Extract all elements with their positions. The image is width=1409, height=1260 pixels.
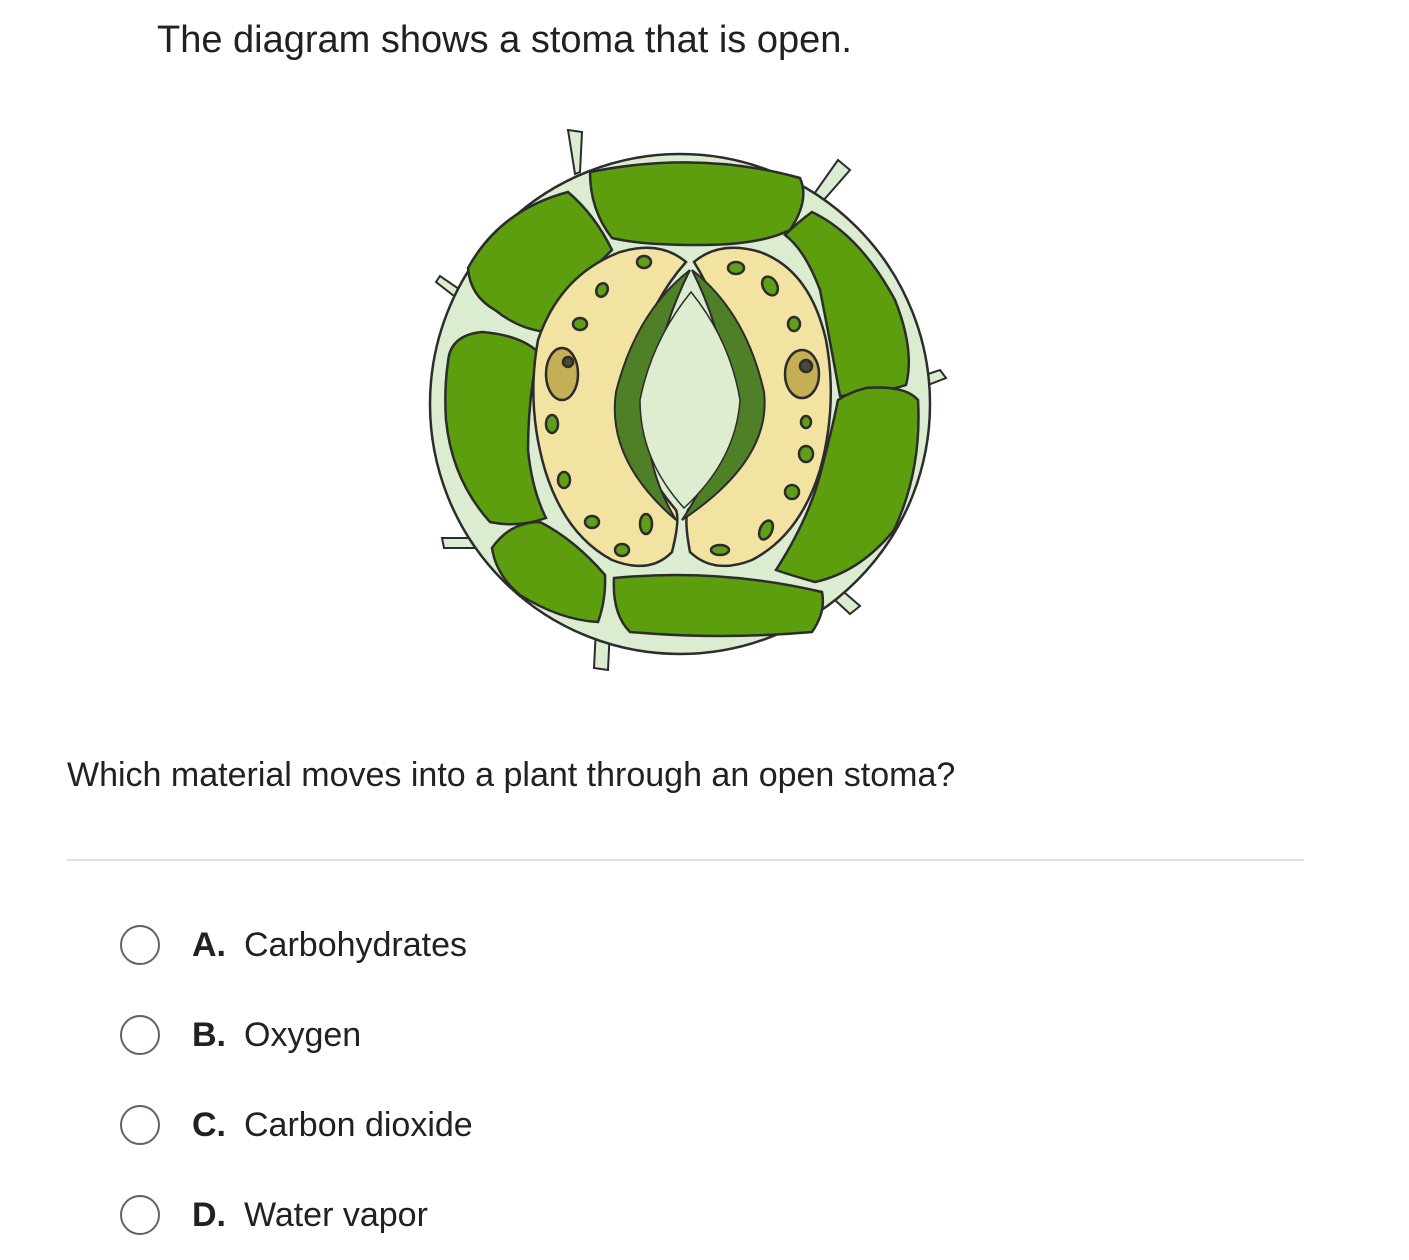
choice-text: Carbohydrates xyxy=(244,925,468,964)
epidermal-cells xyxy=(444,161,920,638)
stoma-illustration xyxy=(428,128,948,672)
choice-d[interactable]: D. Water vapor xyxy=(120,1170,473,1260)
choice-letter: D. xyxy=(192,1195,226,1234)
stoma-pore xyxy=(639,290,741,510)
question-text: Which material moves into a plant throug… xyxy=(67,756,956,794)
choice-c[interactable]: C. Carbon dioxide xyxy=(120,1080,473,1170)
choice-text: Oxygen xyxy=(244,1015,362,1054)
choice-letter: B. xyxy=(192,1015,226,1054)
radio-button-b[interactable] xyxy=(120,1015,160,1055)
radio-button-c[interactable] xyxy=(120,1105,160,1145)
choice-letter: C. xyxy=(192,1105,226,1144)
chloroplasts xyxy=(544,254,815,558)
divider xyxy=(67,859,1304,861)
choice-a[interactable]: A. Carbohydrates xyxy=(120,900,473,990)
intro-text: The diagram shows a stoma that is open. xyxy=(157,19,852,61)
choice-text: Carbon dioxide xyxy=(244,1105,473,1144)
nuclei xyxy=(544,346,821,402)
stoma-diagram xyxy=(420,118,960,683)
choice-text: Water vapor xyxy=(244,1195,428,1234)
radio-button-a[interactable] xyxy=(120,925,160,965)
right-nucleus xyxy=(783,348,821,400)
radio-button-d[interactable] xyxy=(120,1195,160,1235)
choice-letter: A. xyxy=(192,925,226,964)
answer-choices: A. Carbohydrates B. Oxygen C. Carbon dio… xyxy=(120,900,473,1260)
left-nucleus xyxy=(544,346,580,402)
choice-b[interactable]: B. Oxygen xyxy=(120,990,473,1080)
